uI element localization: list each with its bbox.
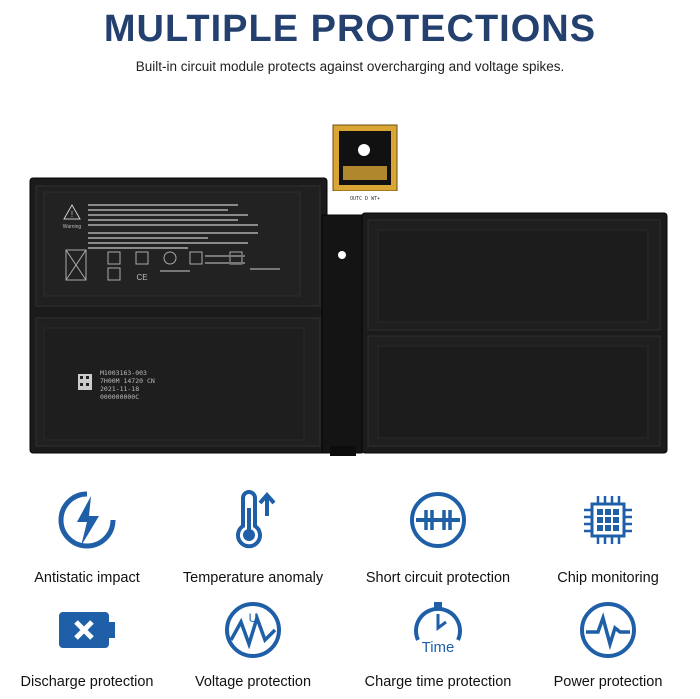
center-strip: [321, 214, 363, 456]
feature-power: Power protection: [523, 600, 693, 690]
feature-charge-time: Time Charge time protection: [353, 600, 523, 690]
feature-short-circuit: Short circuit protection: [353, 490, 523, 586]
feature-label: Discharge protection: [20, 674, 154, 690]
thermometer-icon: [236, 490, 276, 549]
feature-label: Charge time protection: [364, 674, 512, 690]
feature-label: Temperature anomaly: [182, 570, 324, 586]
feature-temperature: Temperature anomaly: [168, 490, 338, 586]
feature-voltage: U Voltage protection: [168, 600, 338, 690]
feature-antistatic: Antistatic impact: [2, 490, 172, 586]
serial-line-2: 7H00M 14720 CN: [100, 377, 155, 385]
battery-x-icon: [59, 612, 115, 648]
lightning-shield-icon: [58, 491, 116, 549]
serial-line-1: M1003163-003: [100, 369, 147, 377]
right-battery-cell: [361, 212, 668, 454]
pulse-circle-icon: [580, 602, 636, 658]
flex-connector: OUTC D WT+: [323, 124, 415, 215]
feature-label: Antistatic impact: [34, 570, 140, 586]
svg-text:!: !: [71, 210, 73, 219]
battery-product-image: OUTC D WT+ ! Warning CE: [29, 124, 668, 456]
serial-line-3: 2021-11-18: [100, 385, 139, 393]
feature-discharge: Discharge protection: [2, 600, 172, 690]
serial-line-4: 000000000C: [100, 393, 139, 401]
feature-label: Chip monitoring: [557, 570, 659, 586]
feature-chip: Chip monitoring: [523, 490, 693, 586]
warning-label: Warning: [63, 224, 82, 230]
page-subtitle: Built-in circuit module protects against…: [135, 59, 565, 74]
circuit-circle-icon: [410, 492, 466, 548]
left-battery-cell: ! Warning CE M1003163-003 7H00M 1472: [29, 177, 328, 454]
feature-label: Voltage protection: [194, 674, 312, 690]
svg-text:CE: CE: [136, 273, 147, 282]
svg-text:U: U: [249, 611, 258, 625]
svg-text:Time: Time: [422, 639, 455, 656]
stopwatch-icon: Time: [414, 602, 462, 656]
voltage-gauge-icon: U: [225, 602, 281, 658]
chip-icon: [584, 496, 632, 544]
connector-text: OUTC D WT+: [350, 196, 380, 202]
feature-label: Power protection: [553, 674, 663, 690]
feature-label: Short circuit protection: [365, 570, 511, 586]
page-title: MULTIPLE PROTECTIONS: [103, 8, 597, 50]
